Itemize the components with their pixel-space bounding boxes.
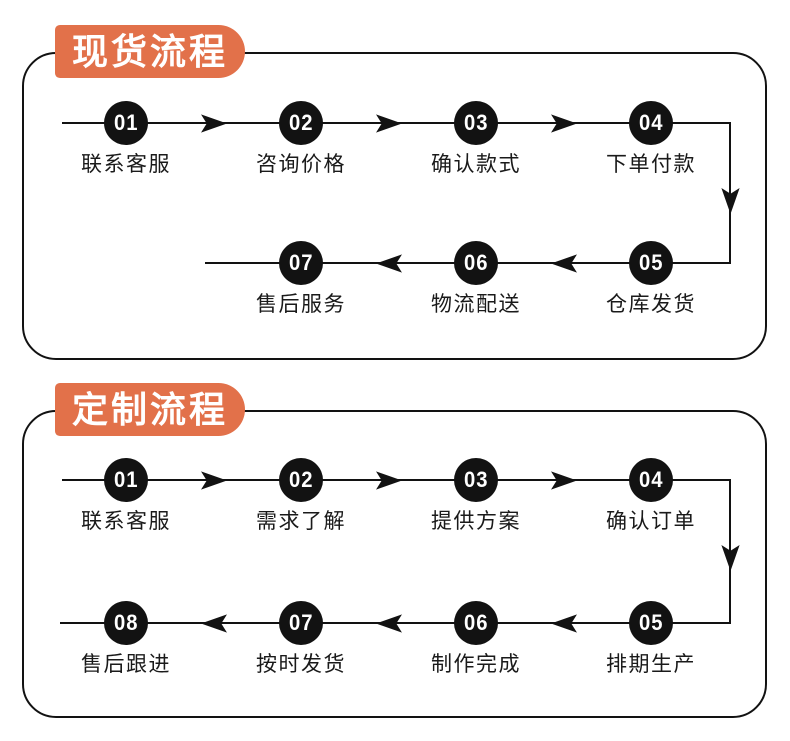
step-number-circle: 01: [104, 101, 148, 145]
flow-step-04: 04 确认订单: [591, 458, 711, 532]
step-label: 联系客服: [81, 153, 171, 176]
flow-step-06: 06 制作完成: [416, 601, 536, 675]
flow-step-01: 01 联系客服: [66, 101, 186, 175]
step-number: 03: [463, 110, 489, 135]
step-label: 排期生产: [606, 653, 696, 676]
step-number: 04: [638, 110, 664, 135]
step-number: 06: [463, 610, 489, 635]
flow-step-03: 03 提供方案: [416, 458, 536, 532]
step-number: 01: [113, 110, 139, 135]
step-label: 咨询价格: [256, 153, 346, 176]
step-number: 02: [288, 467, 314, 492]
step-number-circle: 06: [454, 241, 498, 285]
step-label: 下单付款: [606, 153, 696, 176]
flow-step-07: 07 按时发货: [241, 601, 361, 675]
step-number: 08: [113, 610, 139, 635]
flow-line-turn: [729, 122, 731, 263]
step-number-circle: 05: [629, 241, 673, 285]
step-number: 03: [463, 467, 489, 492]
step-label: 仓库发货: [606, 293, 696, 316]
step-number-circle: 04: [629, 101, 673, 145]
step-number-circle: 08: [104, 601, 148, 645]
step-number: 04: [638, 467, 664, 492]
step-label: 联系客服: [81, 510, 171, 533]
flow-step-07: 07 售后服务: [241, 241, 361, 315]
spot-process-panel: 现货流程 01 联系客服 02 咨询价格 03: [22, 25, 767, 360]
flow-step-01: 01 联系客服: [66, 458, 186, 532]
step-number: 06: [463, 250, 489, 275]
step-number: 01: [113, 467, 139, 492]
step-number-circle: 07: [279, 241, 323, 285]
step-number: 05: [638, 250, 664, 275]
custom-process-title: 定制流程: [71, 388, 228, 430]
step-number: 02: [288, 110, 314, 135]
step-number: 07: [288, 610, 314, 635]
step-number-circle: 05: [629, 601, 673, 645]
custom-process-panel: 定制流程 01 联系客服 02 需求了解: [22, 383, 767, 718]
step-number-circle: 06: [454, 601, 498, 645]
spot-process-title: 现货流程: [71, 30, 228, 72]
step-number: 05: [638, 610, 664, 635]
step-label: 售后服务: [256, 293, 346, 316]
step-number-circle: 03: [454, 458, 498, 502]
step-number-circle: 01: [104, 458, 148, 502]
step-number-circle: 03: [454, 101, 498, 145]
step-number-circle: 02: [279, 458, 323, 502]
step-label: 售后跟进: [81, 653, 171, 676]
step-label: 制作完成: [431, 653, 521, 676]
step-label: 确认订单: [606, 510, 696, 533]
step-label: 按时发货: [256, 653, 346, 676]
flow-step-06: 06 物流配送: [416, 241, 536, 315]
flow-step-03: 03 确认款式: [416, 101, 536, 175]
flow-step-02: 02 咨询价格: [241, 101, 361, 175]
step-number: 07: [288, 250, 314, 275]
step-label: 提供方案: [431, 510, 521, 533]
step-label: 物流配送: [431, 293, 521, 316]
step-number-circle: 02: [279, 101, 323, 145]
spot-process-title-badge: 现货流程: [55, 25, 245, 78]
flow-step-05: 05 仓库发货: [591, 241, 711, 315]
step-label: 确认款式: [431, 153, 521, 176]
flow-step-02: 02 需求了解: [241, 458, 361, 532]
flow-step-04: 04 下单付款: [591, 101, 711, 175]
step-number-circle: 07: [279, 601, 323, 645]
custom-process-title-badge: 定制流程: [55, 383, 245, 436]
step-label: 需求了解: [256, 510, 346, 533]
flow-step-08: 08 售后跟进: [66, 601, 186, 675]
step-number-circle: 04: [629, 458, 673, 502]
flow-step-05: 05 排期生产: [591, 601, 711, 675]
